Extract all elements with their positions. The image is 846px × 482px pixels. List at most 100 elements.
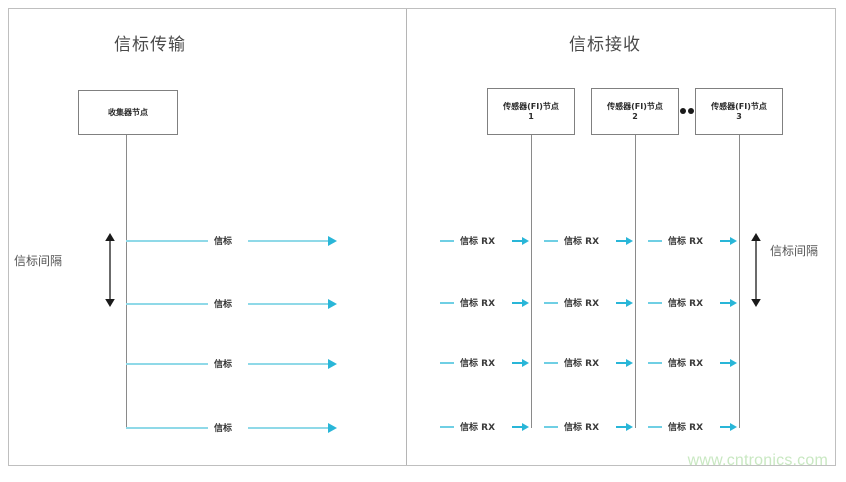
right-interval-double-arrow-icon	[751, 233, 761, 307]
ellipsis-dots-icon	[680, 108, 694, 114]
rx-dash-icon	[648, 426, 662, 428]
beacon-label: 信标	[214, 424, 233, 434]
sensor-node-box-1[interactable]: 传感器(FI)节点 1	[487, 88, 575, 135]
sensor-lifeline-1	[531, 135, 532, 428]
right-beacon-interval-label: 信标间隔	[770, 244, 819, 258]
site-watermark: www.cntronics.com	[687, 452, 828, 469]
beacon-row: 信标	[126, 420, 341, 436]
rx-label: 信标 RX	[460, 299, 496, 309]
beacon-line-out	[248, 240, 330, 242]
rx-tail-line	[720, 362, 730, 364]
beacon-line-out	[248, 363, 330, 365]
beacon-line-in	[126, 303, 208, 305]
rx-dash-icon	[648, 240, 662, 242]
rx-dash-icon	[440, 240, 454, 242]
rx-dash-icon	[544, 362, 558, 364]
rx-arrow-icon	[626, 237, 633, 245]
rx-cell: 信标 RX	[648, 356, 740, 370]
rx-arrow-icon	[522, 237, 529, 245]
rx-arrow-icon	[730, 423, 737, 431]
rx-cell: 信标 RX	[648, 296, 740, 310]
sensor-node-label: 传感器(FI)节点	[711, 101, 767, 111]
beacon-row: 信标	[126, 296, 341, 312]
beacon-row: 信标	[126, 356, 341, 372]
rx-arrow-icon	[730, 237, 737, 245]
rx-arrow-icon	[522, 423, 529, 431]
right-panel-title: 信标接收	[569, 35, 641, 55]
rx-label: 信标 RX	[564, 237, 600, 247]
rx-arrow-icon	[730, 299, 737, 307]
panel-divider	[406, 9, 407, 465]
rx-tail-line	[512, 362, 522, 364]
sensor-node-label: 传感器(FI)节点	[607, 101, 663, 111]
beacon-line-out	[248, 427, 330, 429]
rx-label: 信标 RX	[564, 299, 600, 309]
rx-tail-line	[616, 240, 626, 242]
rx-label: 信标 RX	[668, 359, 704, 369]
rx-label: 信标 RX	[564, 423, 600, 433]
rx-cell: 信标 RX	[440, 234, 532, 248]
rx-cell: 信标 RX	[544, 234, 636, 248]
rx-tail-line	[720, 426, 730, 428]
beacon-label: 信标	[214, 237, 233, 247]
rx-tail-line	[720, 240, 730, 242]
sensor-node-label: 传感器(FI)节点	[503, 101, 559, 111]
sensor-node-index: 3	[736, 111, 742, 121]
beacon-line-in	[126, 427, 208, 429]
left-beacon-interval-label: 信标间隔	[14, 254, 63, 268]
left-panel-title: 信标传输	[114, 35, 186, 55]
rx-label: 信标 RX	[668, 299, 704, 309]
rx-cell: 信标 RX	[544, 420, 636, 434]
beacon-line-out	[248, 303, 330, 305]
rx-cell: 信标 RX	[440, 420, 532, 434]
sensor-node-box-2[interactable]: 传感器(FI)节点 2	[591, 88, 679, 135]
rx-dash-icon	[440, 362, 454, 364]
rx-cell: 信标 RX	[440, 356, 532, 370]
rx-dash-icon	[648, 302, 662, 304]
sensor-node-index: 1	[528, 111, 534, 121]
rx-tail-line	[720, 302, 730, 304]
rx-dash-icon	[544, 426, 558, 428]
sensor-lifeline-2	[635, 135, 636, 428]
beacon-label: 信标	[214, 360, 233, 370]
collector-node-box[interactable]: 收集器节点	[78, 90, 178, 135]
beacon-row: 信标	[126, 233, 341, 249]
rx-label: 信标 RX	[564, 359, 600, 369]
diagram-frame	[8, 8, 836, 466]
rx-arrow-icon	[522, 299, 529, 307]
rx-cell: 信标 RX	[544, 296, 636, 310]
rx-cell: 信标 RX	[648, 420, 740, 434]
rx-label: 信标 RX	[668, 423, 704, 433]
rx-tail-line	[616, 362, 626, 364]
rx-label: 信标 RX	[668, 237, 704, 247]
right-beacon-interval: 信标间隔	[748, 230, 846, 310]
rx-cell: 信标 RX	[648, 234, 740, 248]
rx-dash-icon	[544, 302, 558, 304]
sensor-node-box-3[interactable]: 传感器(FI)节点 3	[695, 88, 783, 135]
rx-arrow-icon	[626, 299, 633, 307]
rx-arrow-icon	[522, 359, 529, 367]
rx-arrow-icon	[730, 359, 737, 367]
collector-lifeline	[126, 135, 127, 428]
rx-tail-line	[616, 302, 626, 304]
rx-dash-icon	[544, 240, 558, 242]
beacon-arrow-icon	[328, 299, 337, 309]
rx-cell: 信标 RX	[440, 296, 532, 310]
rx-tail-line	[616, 426, 626, 428]
rx-tail-line	[512, 240, 522, 242]
beacon-arrow-icon	[328, 359, 337, 369]
beacon-label: 信标	[214, 300, 233, 310]
rx-arrow-icon	[626, 423, 633, 431]
rx-tail-line	[512, 426, 522, 428]
sensor-lifeline-3	[739, 135, 740, 428]
beacon-arrow-icon	[328, 423, 337, 433]
rx-label: 信标 RX	[460, 359, 496, 369]
left-interval-double-arrow-icon	[105, 233, 115, 307]
left-beacon-interval: 信标间隔	[14, 230, 124, 310]
beacon-line-in	[126, 363, 208, 365]
rx-dash-icon	[440, 302, 454, 304]
beacon-line-in	[126, 240, 208, 242]
beacon-arrow-icon	[328, 236, 337, 246]
rx-dash-icon	[440, 426, 454, 428]
